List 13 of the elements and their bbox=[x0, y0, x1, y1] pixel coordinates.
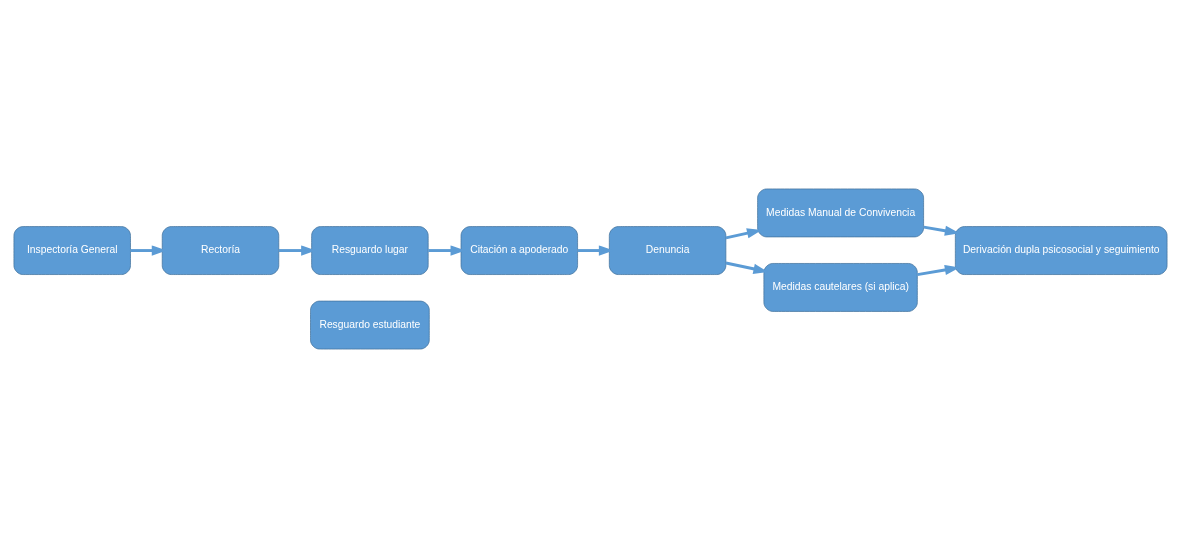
node-box: Inspectoría General bbox=[13, 225, 131, 275]
node-box: Medidas Manual de Convivencia bbox=[757, 188, 924, 237]
node-box: Denuncia bbox=[608, 225, 727, 275]
node-box: Rectoría bbox=[161, 225, 280, 275]
arrow bbox=[278, 244, 316, 256]
node-box: Citación a apoderado bbox=[460, 225, 578, 275]
node-box: Medidas cautelares (si aplica) bbox=[763, 262, 918, 312]
arrow bbox=[725, 227, 762, 239]
node-box: Resguardo estudiante bbox=[310, 300, 430, 349]
node-box: Resguardo lugar bbox=[311, 225, 429, 275]
node-box: Derivación dupla psicosocial y seguimiento bbox=[954, 225, 1168, 275]
arrow bbox=[917, 264, 960, 276]
arrow bbox=[923, 225, 960, 236]
